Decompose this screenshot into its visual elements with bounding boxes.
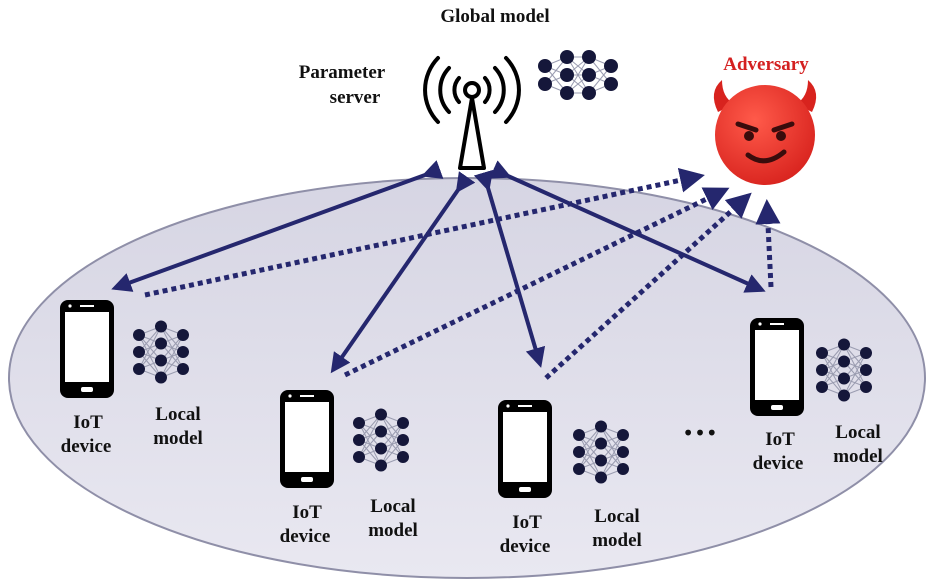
model-label-line2: model bbox=[368, 520, 418, 541]
device-label-line1: IoT bbox=[765, 429, 795, 450]
local-model-network-icon bbox=[573, 420, 629, 484]
iot-device-3: IoT device Local model bbox=[498, 400, 642, 557]
device-label-line2: device bbox=[500, 536, 551, 557]
local-model-network-icon bbox=[133, 320, 189, 384]
ellipsis: ••• bbox=[682, 421, 717, 445]
model-label-line2: model bbox=[833, 446, 883, 467]
smartphone-icon bbox=[750, 318, 804, 416]
local-model-network-icon bbox=[353, 408, 409, 472]
device-label-line1: IoT bbox=[512, 512, 542, 533]
iot-device-4: IoT device Local model bbox=[750, 318, 883, 474]
antenna-tower-icon bbox=[423, 56, 521, 170]
device-label-line2: device bbox=[753, 453, 804, 474]
arrow-server-device4 bbox=[489, 160, 766, 293]
arrow-server-device2 bbox=[330, 171, 476, 374]
device-label-line2: device bbox=[61, 436, 112, 457]
server-label-line1: Parameter bbox=[299, 62, 386, 83]
model-label-line2: model bbox=[592, 530, 642, 551]
model-label-line1: Local bbox=[835, 422, 880, 443]
adversary-label: Adversary bbox=[723, 54, 809, 75]
leak-device2-adversary bbox=[343, 187, 730, 378]
leak-device4-adversary bbox=[755, 199, 781, 288]
global-model-network-icon bbox=[538, 50, 618, 100]
server-label-line2: server bbox=[330, 87, 381, 108]
smartphone-icon bbox=[60, 300, 114, 398]
model-label-line1: Local bbox=[370, 496, 415, 517]
smartphone-icon bbox=[498, 400, 552, 498]
dotted-arrows bbox=[144, 167, 781, 380]
device-label-line1: IoT bbox=[73, 412, 103, 433]
iot-device-2: IoT device Local model bbox=[280, 390, 418, 547]
global-model-title: Global model bbox=[440, 6, 549, 27]
devil-emoji-icon bbox=[713, 80, 817, 185]
model-label-line2: model bbox=[153, 428, 203, 449]
leak-device3-adversary bbox=[544, 192, 752, 380]
model-label-line1: Local bbox=[594, 506, 639, 527]
model-label-line1: Local bbox=[155, 404, 200, 425]
device-label-line2: device bbox=[280, 526, 331, 547]
iot-device-1: IoT device Local model bbox=[60, 300, 203, 457]
device-label-line1: IoT bbox=[292, 502, 322, 523]
smartphone-icon bbox=[280, 390, 334, 488]
leak-device1-adversary bbox=[144, 167, 705, 298]
local-model-network-icon bbox=[816, 338, 872, 402]
